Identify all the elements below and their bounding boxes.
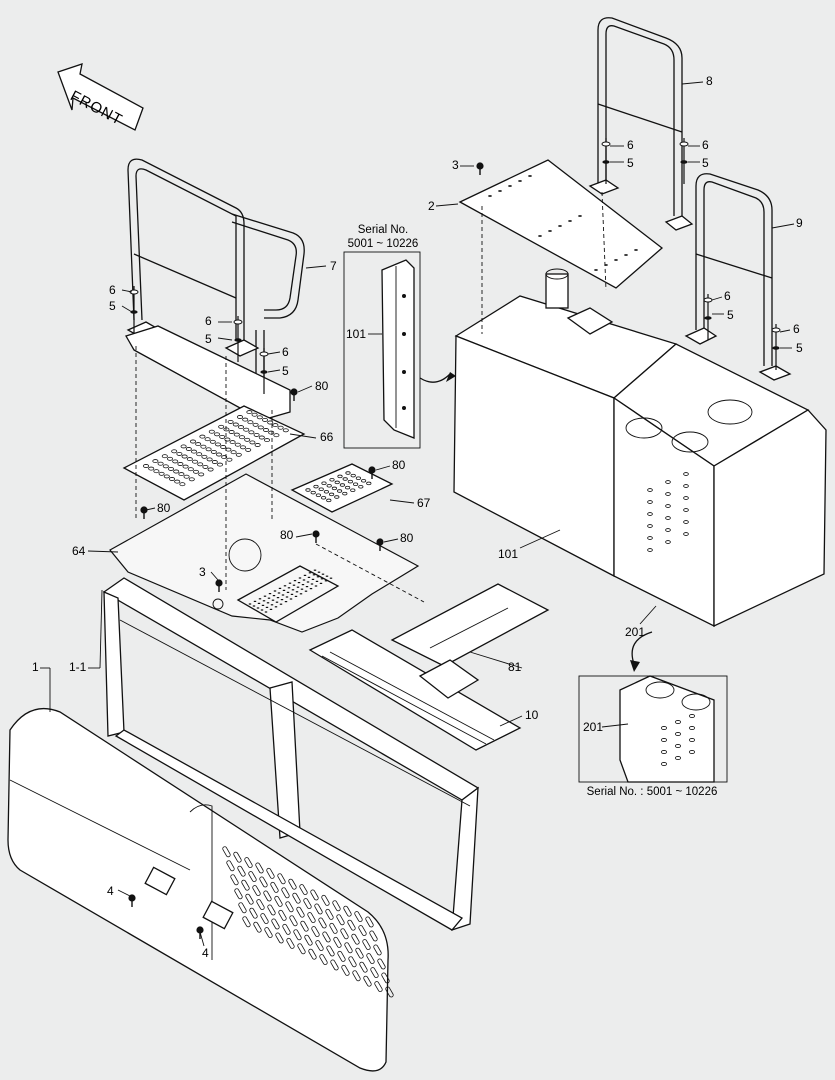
callout-6: 6 — [109, 283, 116, 297]
callout-5: 5 — [109, 299, 116, 313]
callout-67: 67 — [417, 496, 431, 510]
handrail-8 — [588, 17, 694, 231]
callout-201: 201 — [583, 720, 604, 734]
callout-6: 6 — [702, 138, 709, 152]
callout-1-1: 1-1 — [69, 660, 87, 674]
callout-81: 81 — [508, 660, 522, 674]
callout-3: 3 — [452, 158, 459, 172]
callout-6: 6 — [205, 314, 212, 328]
callout-6: 6 — [282, 345, 289, 359]
callout-8: 8 — [706, 74, 713, 88]
callout-80: 80 — [315, 379, 329, 393]
callout-5: 5 — [627, 156, 634, 170]
bracket-81 — [390, 583, 550, 699]
callout-2: 2 — [428, 199, 435, 213]
callout-1: 1 — [32, 660, 39, 674]
tank-assembly-101-201 — [453, 268, 827, 628]
serial-detail-box-201 — [578, 631, 728, 783]
leader-lines — [40, 81, 795, 947]
callout-80: 80 — [280, 528, 294, 542]
callout-5: 5 — [796, 341, 803, 355]
callout-9: 9 — [796, 216, 803, 230]
plate-10 — [308, 629, 522, 751]
callout-4: 4 — [202, 946, 209, 960]
callout-5: 5 — [205, 332, 212, 346]
callout-5: 5 — [282, 364, 289, 378]
callout-101: 101 — [346, 327, 367, 341]
callout-80: 80 — [157, 501, 171, 515]
side-cover-1 — [7, 707, 394, 1072]
fastener-group — [128, 138, 781, 939]
callout-80: 80 — [400, 531, 414, 545]
floor-mat-67 — [290, 463, 394, 513]
floor-mat-66 — [122, 405, 306, 501]
callout-6: 6 — [627, 138, 634, 152]
callout-10: 10 — [525, 708, 539, 722]
assembly-dash-lines — [135, 191, 607, 603]
callout-3: 3 — [199, 565, 206, 579]
front-arrow — [57, 63, 144, 131]
serial-box-1-line2: 5001 ~ 10226 — [347, 238, 419, 250]
serial-detail-box-101 — [343, 251, 456, 449]
callout-6: 6 — [724, 289, 731, 303]
callout-101: 101 — [498, 547, 519, 561]
callout-64: 64 — [72, 544, 86, 558]
callout-66: 66 — [320, 430, 334, 444]
floor-plate-64 — [109, 473, 420, 633]
callout-201: 201 — [625, 625, 646, 639]
callout-6: 6 — [793, 322, 800, 336]
callout-7: 7 — [330, 259, 337, 273]
callout-5: 5 — [727, 308, 734, 322]
cover-plate-2 — [458, 159, 664, 289]
callout-80: 80 — [392, 458, 406, 472]
serial-box-1-line1: Serial No. — [357, 224, 409, 236]
frame-1-1 — [102, 577, 480, 931]
callout-5: 5 — [702, 156, 709, 170]
serial-box-2-line1: Serial No. : 5001 ~ 10226 — [586, 786, 718, 798]
callout-4: 4 — [107, 884, 114, 898]
